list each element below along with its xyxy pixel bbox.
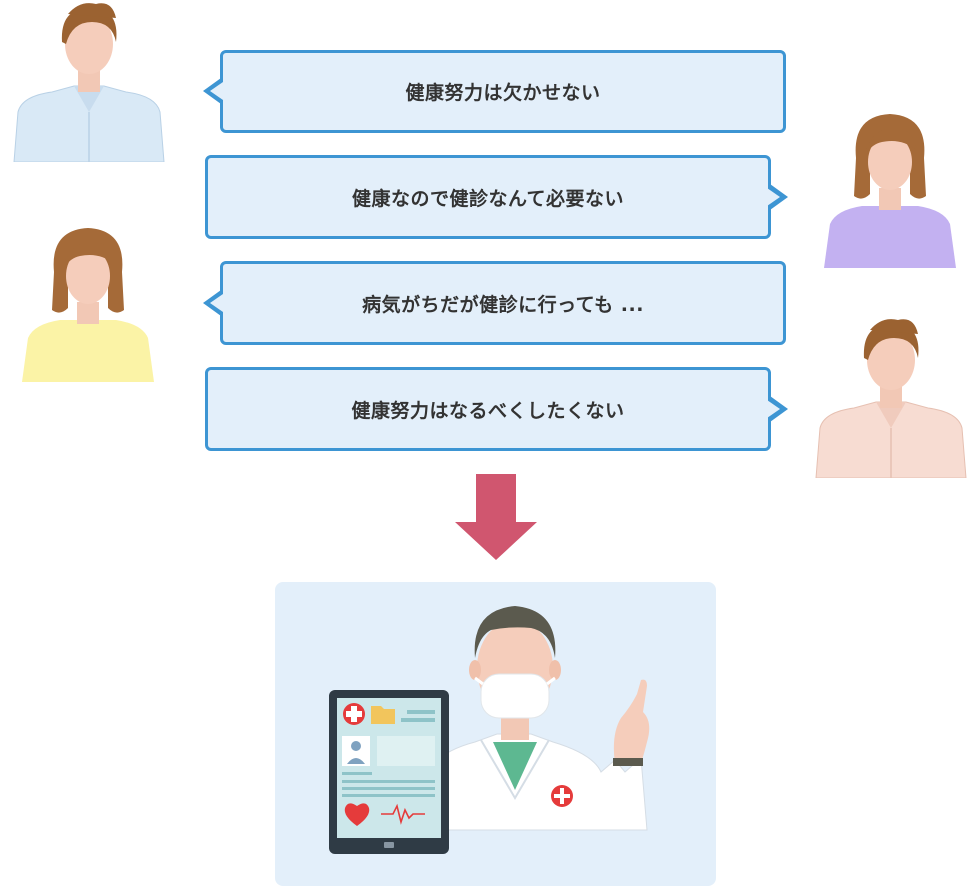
bubble-tail-inner-2 [767,188,780,206]
speech-bubble-4: 健康努力はなるべくしたくない [205,367,771,451]
doctor-panel [275,582,716,886]
down-arrow-icon [455,474,537,560]
doctor-icon [422,606,650,831]
person-woman-purple-shirt-icon [824,114,956,268]
person-man-pink-shirt-icon [815,319,967,478]
speech-bubble-2: 健康なので健診なんて必要ない [205,155,771,239]
tablet-icon [329,690,449,854]
person-man-blue-shirt-icon [13,3,165,162]
bubble-tail-inner-3 [210,294,223,312]
bubble-tail-inner-4 [767,400,780,418]
bubble-tail-inner-1 [210,82,223,100]
speech-bubble-1: 健康努力は欠かせない [220,50,786,133]
speech-bubble-3: 病気がちだが健診に行っても ... [220,261,786,345]
person-woman-yellow-shirt-icon [22,228,154,382]
